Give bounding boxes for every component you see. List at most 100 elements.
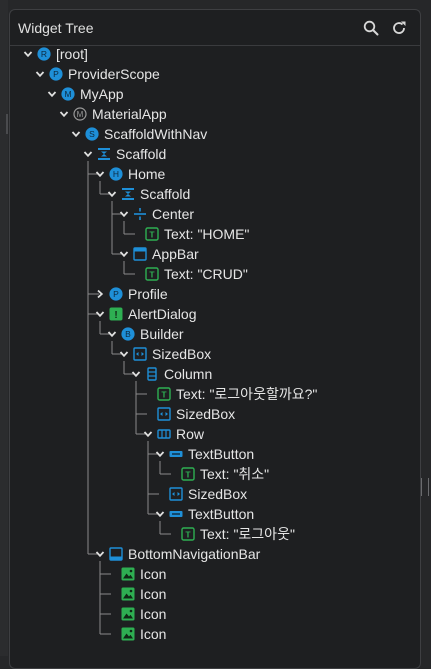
chevron-spacer [141, 404, 155, 424]
tree-node-label: BottomNavigationBar [128, 546, 261, 562]
tree-node-label: MyApp [80, 86, 124, 102]
tree-node[interactable]: S ScaffoldWithNav [69, 124, 207, 144]
chevron-spacer [165, 464, 179, 484]
tree-node[interactable]: SizedBox [153, 484, 247, 504]
chevron-down-icon[interactable] [45, 84, 59, 104]
tree-node[interactable]: Icon [105, 624, 166, 644]
chevron-down-icon[interactable] [141, 424, 155, 444]
tree-node[interactable]: SizedBox [117, 344, 211, 364]
chevron-down-icon[interactable] [129, 364, 143, 384]
chevron-down-icon[interactable] [93, 544, 107, 564]
chevron-down-icon[interactable] [81, 144, 95, 164]
tree-node[interactable]: Icon [105, 604, 166, 624]
appbar-icon [133, 247, 147, 261]
chevron-down-icon[interactable] [105, 324, 119, 344]
tree-node-label: ScaffoldWithNav [104, 126, 208, 142]
tree-node[interactable]: TextButton [153, 444, 254, 464]
tree-node[interactable]: M MyApp [45, 84, 124, 104]
chevron-down-icon[interactable] [153, 504, 167, 524]
tree-node[interactable]: Scaffold [81, 144, 166, 164]
tree-node-label: AppBar [152, 246, 199, 262]
center-icon [133, 207, 147, 221]
column-icon [145, 367, 159, 381]
image-icon [121, 567, 135, 581]
svg-text:!: ! [114, 310, 117, 321]
svg-text:R: R [41, 49, 47, 59]
tree-node[interactable]: Center [117, 204, 194, 224]
tree-node[interactable]: Row [141, 424, 204, 444]
chevron-down-icon[interactable] [33, 64, 47, 84]
tree-node-label: Icon [140, 586, 167, 602]
tree-node-label: Icon [140, 606, 167, 622]
tree-node-label: Column [164, 366, 213, 382]
text-widget-icon: T [181, 527, 195, 541]
tree-node-label: Home [128, 166, 166, 182]
tree-node[interactable]: Column [129, 364, 212, 384]
circle-letter-icon: S [85, 127, 99, 141]
svg-text:T: T [149, 229, 155, 239]
text-widget-icon: T [181, 467, 195, 481]
chevron-down-icon[interactable] [117, 204, 131, 224]
chevron-down-icon[interactable] [153, 444, 167, 464]
chevron-down-icon[interactable] [57, 104, 71, 124]
chevron-spacer [105, 564, 119, 584]
tree-node[interactable]: TextButton [153, 504, 254, 524]
chevron-spacer [105, 584, 119, 604]
chevron-down-icon[interactable] [93, 164, 107, 184]
chevron-down-icon[interactable] [117, 344, 131, 364]
tree-node-label: [root] [56, 46, 88, 62]
svg-text:M: M [77, 110, 84, 119]
chevron-spacer [165, 524, 179, 544]
tree-node[interactable]: H Home [93, 164, 165, 184]
tree-node-label: Scaffold [116, 146, 167, 162]
circle-letter-icon: M [61, 87, 75, 101]
tree-node-label: ProviderScope [68, 66, 160, 82]
tree-node-label: Text: "로그아웃" [200, 526, 295, 542]
chevron-down-icon[interactable] [21, 44, 35, 64]
circle-letter-icon: P [109, 287, 123, 301]
circle-letter-icon: B [121, 327, 135, 341]
tree-node[interactable]: T Text: "CRUD" [129, 264, 248, 284]
svg-text:P: P [113, 289, 119, 299]
bottom-nav-icon [109, 547, 123, 561]
tree-node[interactable]: SizedBox [141, 404, 235, 424]
material-app-icon: M [73, 107, 87, 121]
resize-handle[interactable] [421, 478, 429, 496]
panel-header: Widget Tree [10, 10, 420, 46]
chevron-down-icon[interactable] [105, 184, 119, 204]
text-widget-icon: T [157, 387, 171, 401]
circle-letter-icon: H [109, 167, 123, 181]
tree-node[interactable]: Icon [105, 564, 166, 584]
tree-node-label: Text: "CRUD" [164, 266, 248, 282]
text-widget-icon: T [145, 267, 159, 281]
tree-node[interactable]: Scaffold [105, 184, 190, 204]
image-icon [121, 587, 135, 601]
tree-node-label: SizedBox [176, 406, 236, 422]
svg-text:B: B [125, 329, 131, 339]
chevron-down-icon[interactable] [93, 304, 107, 324]
svg-text:T: T [161, 389, 167, 399]
tree-node[interactable]: T Text: "취소" [165, 464, 269, 484]
tree-node[interactable]: BottomNavigationBar [93, 544, 260, 564]
tree-node[interactable]: AppBar [117, 244, 199, 264]
search-icon[interactable] [360, 17, 382, 39]
svg-text:T: T [149, 269, 155, 279]
tree-node[interactable]: Icon [105, 584, 166, 604]
tree-node[interactable]: !AlertDialog [93, 304, 196, 324]
refresh-icon[interactable] [388, 17, 410, 39]
chevron-spacer [141, 384, 155, 404]
chevron-right-icon[interactable] [93, 284, 107, 304]
svg-text:S: S [89, 129, 95, 139]
tree-node[interactable]: T Text: "로그아웃" [165, 524, 295, 544]
tree-node[interactable]: R [root] [21, 44, 88, 64]
left-edge-marker [0, 114, 8, 134]
chevron-down-icon[interactable] [117, 244, 131, 264]
tree-node-label: Text: "취소" [200, 466, 270, 482]
chevron-down-icon[interactable] [69, 124, 83, 144]
